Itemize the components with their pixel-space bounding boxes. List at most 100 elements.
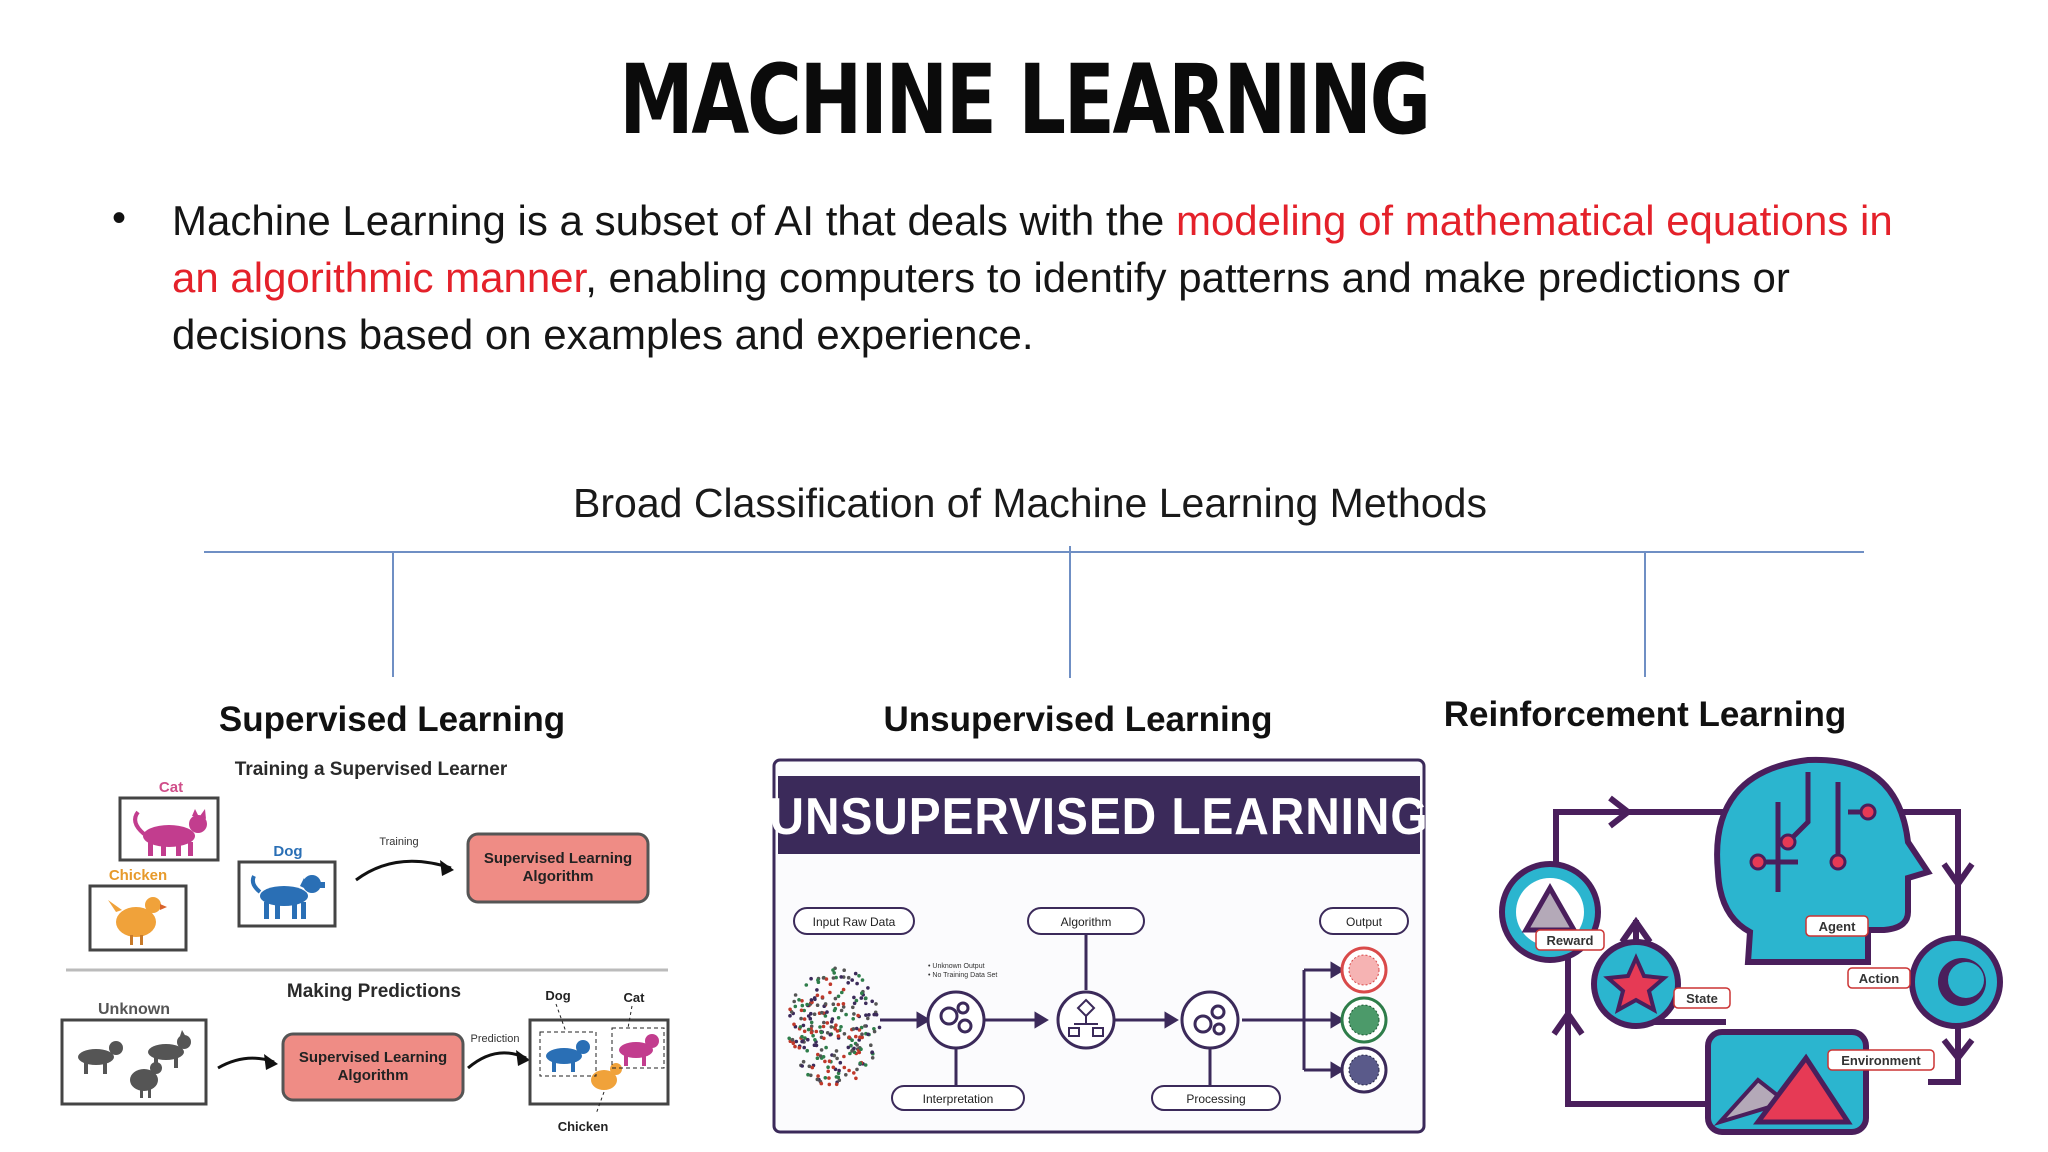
- action-icon: [1909, 935, 2003, 1029]
- training-arrow: [355, 859, 452, 882]
- raw-data-point: [859, 996, 864, 1000]
- raw-data-point: [837, 1078, 842, 1082]
- input-raw-data-pill: [793, 907, 915, 935]
- raw-data-point: [852, 1071, 856, 1075]
- agent-label: Agent: [1819, 919, 1857, 934]
- raw-data-point: [800, 1064, 804, 1068]
- interpretation-label: Interpretation: [923, 1092, 994, 1106]
- interpretation-pill: [891, 1085, 1025, 1111]
- agent-head-icon: [1714, 756, 1933, 965]
- supervised-learning-label: Supervised Learning: [218, 700, 566, 739]
- definition-paragraph: Machine Learning is a subset of AI that …: [172, 192, 1942, 363]
- state-tag: State: [1673, 987, 1731, 1009]
- raw-data-point: [855, 1067, 859, 1072]
- raw-data-point: [866, 1016, 870, 1021]
- raw-data-point: [810, 1065, 815, 1070]
- raw-data-point: [870, 999, 874, 1004]
- raw-data-point: [850, 978, 854, 982]
- raw-data-point: [853, 971, 858, 976]
- raw-data-point: [814, 1029, 819, 1034]
- raw-data-point: [809, 1030, 814, 1035]
- raw-data-point: [828, 990, 832, 995]
- raw-data-point: [809, 1073, 813, 1078]
- dog-label: Dog: [273, 843, 302, 860]
- raw-data-point: [822, 1020, 826, 1025]
- raw-data-point: [850, 1049, 854, 1053]
- raw-data-point: [852, 1001, 857, 1006]
- raw-data-point: [835, 1056, 839, 1061]
- raw-data-point: [836, 1034, 841, 1038]
- raw-data-point: [797, 998, 801, 1002]
- raw-data-point: [840, 990, 844, 995]
- raw-data-point: [806, 1037, 810, 1042]
- raw-data-point: [852, 995, 856, 1000]
- raw-data-point: [866, 1032, 870, 1037]
- reward-label: Reward: [1547, 933, 1594, 948]
- raw-data-point: [863, 1024, 867, 1028]
- training-arrow-head: [440, 860, 454, 876]
- raw-data-point: [839, 1025, 843, 1029]
- predicted-card: [528, 1018, 670, 1106]
- raw-data-point: [834, 1049, 839, 1053]
- raw-data-point: [847, 1068, 851, 1073]
- raw-data-point: [827, 1076, 831, 1080]
- classification-heading: Broad Classification of Machine Learning…: [573, 480, 1487, 526]
- raw-data-point: [864, 996, 868, 1000]
- raw-data-point: [872, 1027, 876, 1031]
- raw-data-point: [807, 1064, 812, 1069]
- predicted-animals-icon: [539, 1003, 665, 1115]
- raw-data-point: [836, 1002, 841, 1007]
- raw-data-point: [851, 1027, 856, 1031]
- raw-data-point: [790, 1037, 795, 1042]
- algorithm-box-training-line1: Supervised Learning: [484, 850, 632, 867]
- unsupervised-banner: [778, 776, 1420, 854]
- cat-label: Cat: [159, 779, 183, 796]
- raw-data-point: [800, 999, 804, 1003]
- raw-data-point: [859, 1025, 864, 1030]
- raw-data-point: [825, 1021, 830, 1025]
- state-icon: [1591, 939, 1681, 1029]
- raw-data-point: [839, 1008, 844, 1013]
- raw-data-point: [815, 993, 820, 998]
- raw-data-point: [846, 975, 851, 980]
- raw-data-point: [866, 986, 870, 990]
- algorithm-box-prediction: [281, 1032, 465, 1102]
- raw-data-point: [822, 1036, 826, 1041]
- raw-data-point: [831, 1002, 836, 1006]
- slide-title: MACHINE LEARNING: [619, 44, 1431, 156]
- tree-branch-reinforcement: [1644, 551, 1646, 677]
- raw-data-point: [860, 978, 865, 982]
- raw-data-point: [799, 1008, 804, 1013]
- raw-data-point: [814, 1043, 819, 1048]
- raw-data-point: [857, 974, 861, 978]
- raw-data-point: [834, 1082, 839, 1087]
- agent-tag: Agent: [1805, 915, 1869, 937]
- raw-data-point: [832, 971, 836, 975]
- tree-branch-unsupervised: [1069, 546, 1071, 678]
- raw-data-point: [803, 1036, 807, 1040]
- definition-text-start: Machine Learning is a subset of AI that …: [172, 197, 1176, 244]
- raw-data-point: [802, 1017, 807, 1021]
- raw-data-point: [805, 1002, 809, 1007]
- output-cluster-red-icon: [1340, 946, 1388, 994]
- raw-data-point: [801, 1023, 806, 1028]
- raw-data-point: [874, 1012, 879, 1017]
- raw-data-point: [842, 1054, 846, 1059]
- tree-horizontal-line: [204, 551, 1864, 553]
- raw-data-point: [828, 982, 833, 986]
- raw-data-point: [833, 996, 838, 1001]
- raw-data-point: [852, 1046, 856, 1051]
- raw-data-point: [827, 1059, 832, 1063]
- algorithm-box-prediction-line1: Supervised Learning: [299, 1049, 447, 1066]
- raw-data-point: [800, 1003, 805, 1008]
- raw-data-point: [823, 1014, 828, 1018]
- state-label: State: [1686, 991, 1718, 1006]
- raw-data-point: [816, 978, 820, 982]
- action-tag: Action: [1847, 967, 1911, 989]
- raw-data-point: [863, 1063, 868, 1067]
- raw-data-point: [792, 1022, 796, 1027]
- raw-data-point: [851, 1017, 855, 1021]
- raw-data-point: [809, 1020, 814, 1025]
- raw-data-point: [836, 1016, 841, 1020]
- raw-data-point: [820, 995, 825, 999]
